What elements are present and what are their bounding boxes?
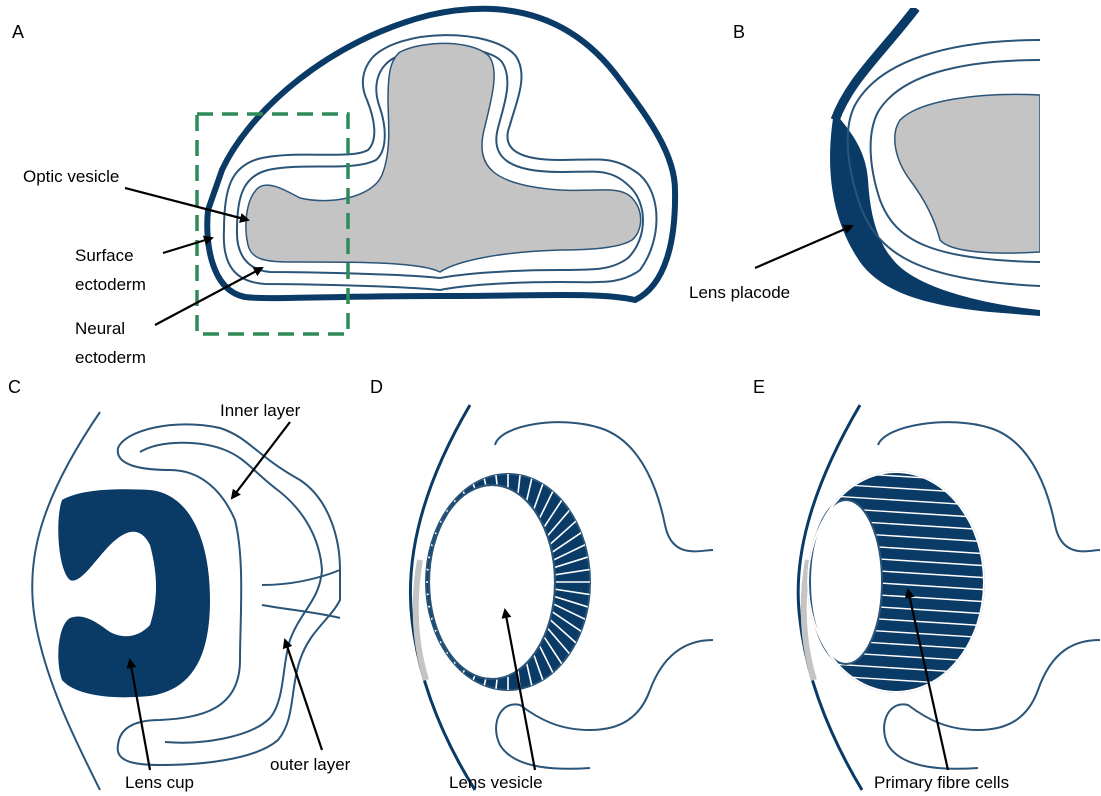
surface-ectoderm-label-line1: Surface	[75, 246, 134, 265]
panel-d: D Lens vesicle	[370, 377, 713, 792]
d-cornea-strip	[416, 560, 426, 680]
lens-placode-arrow	[755, 226, 852, 268]
panel-a-letter: A	[12, 22, 24, 42]
inner-layer-label: Inner layer	[220, 401, 301, 420]
panel-b: B Lens placode	[689, 8, 1040, 316]
lens-vesicle-label: Lens vesicle	[449, 773, 543, 792]
panel-e: E Primary fibre cells	[753, 377, 1100, 792]
panel-c-letter: C	[8, 377, 21, 397]
panel-a: A Optic vesicle Surface ectoderm Neural …	[12, 9, 675, 367]
c-optic-cup-outer	[118, 424, 340, 765]
lens-cup-label: Lens cup	[125, 773, 194, 792]
lens-placode-label: Lens placode	[689, 283, 790, 302]
optic-vesicle-label: Optic vesicle	[23, 167, 119, 186]
c-surface-ectoderm	[32, 412, 100, 790]
b-lumen	[895, 94, 1040, 253]
surface-ectoderm-label-line2: ectoderm	[75, 275, 146, 294]
neural-ectoderm-label-line2: ectoderm	[75, 348, 146, 367]
lens-with-fibre-cells	[800, 470, 990, 692]
panel-e-letter: E	[753, 377, 765, 397]
primary-fibre-cells-label: Primary fibre cells	[874, 773, 1009, 792]
panel-d-letter: D	[370, 377, 383, 397]
lens-cup	[58, 489, 210, 697]
neural-ectoderm-label-line1: Neural	[75, 319, 125, 338]
panel-b-letter: B	[733, 22, 745, 42]
outer-layer-label: outer layer	[270, 755, 351, 774]
panel-c: C Inner layer outer layer Lens cup	[8, 377, 351, 792]
surface-ectoderm-arrow	[163, 238, 212, 253]
